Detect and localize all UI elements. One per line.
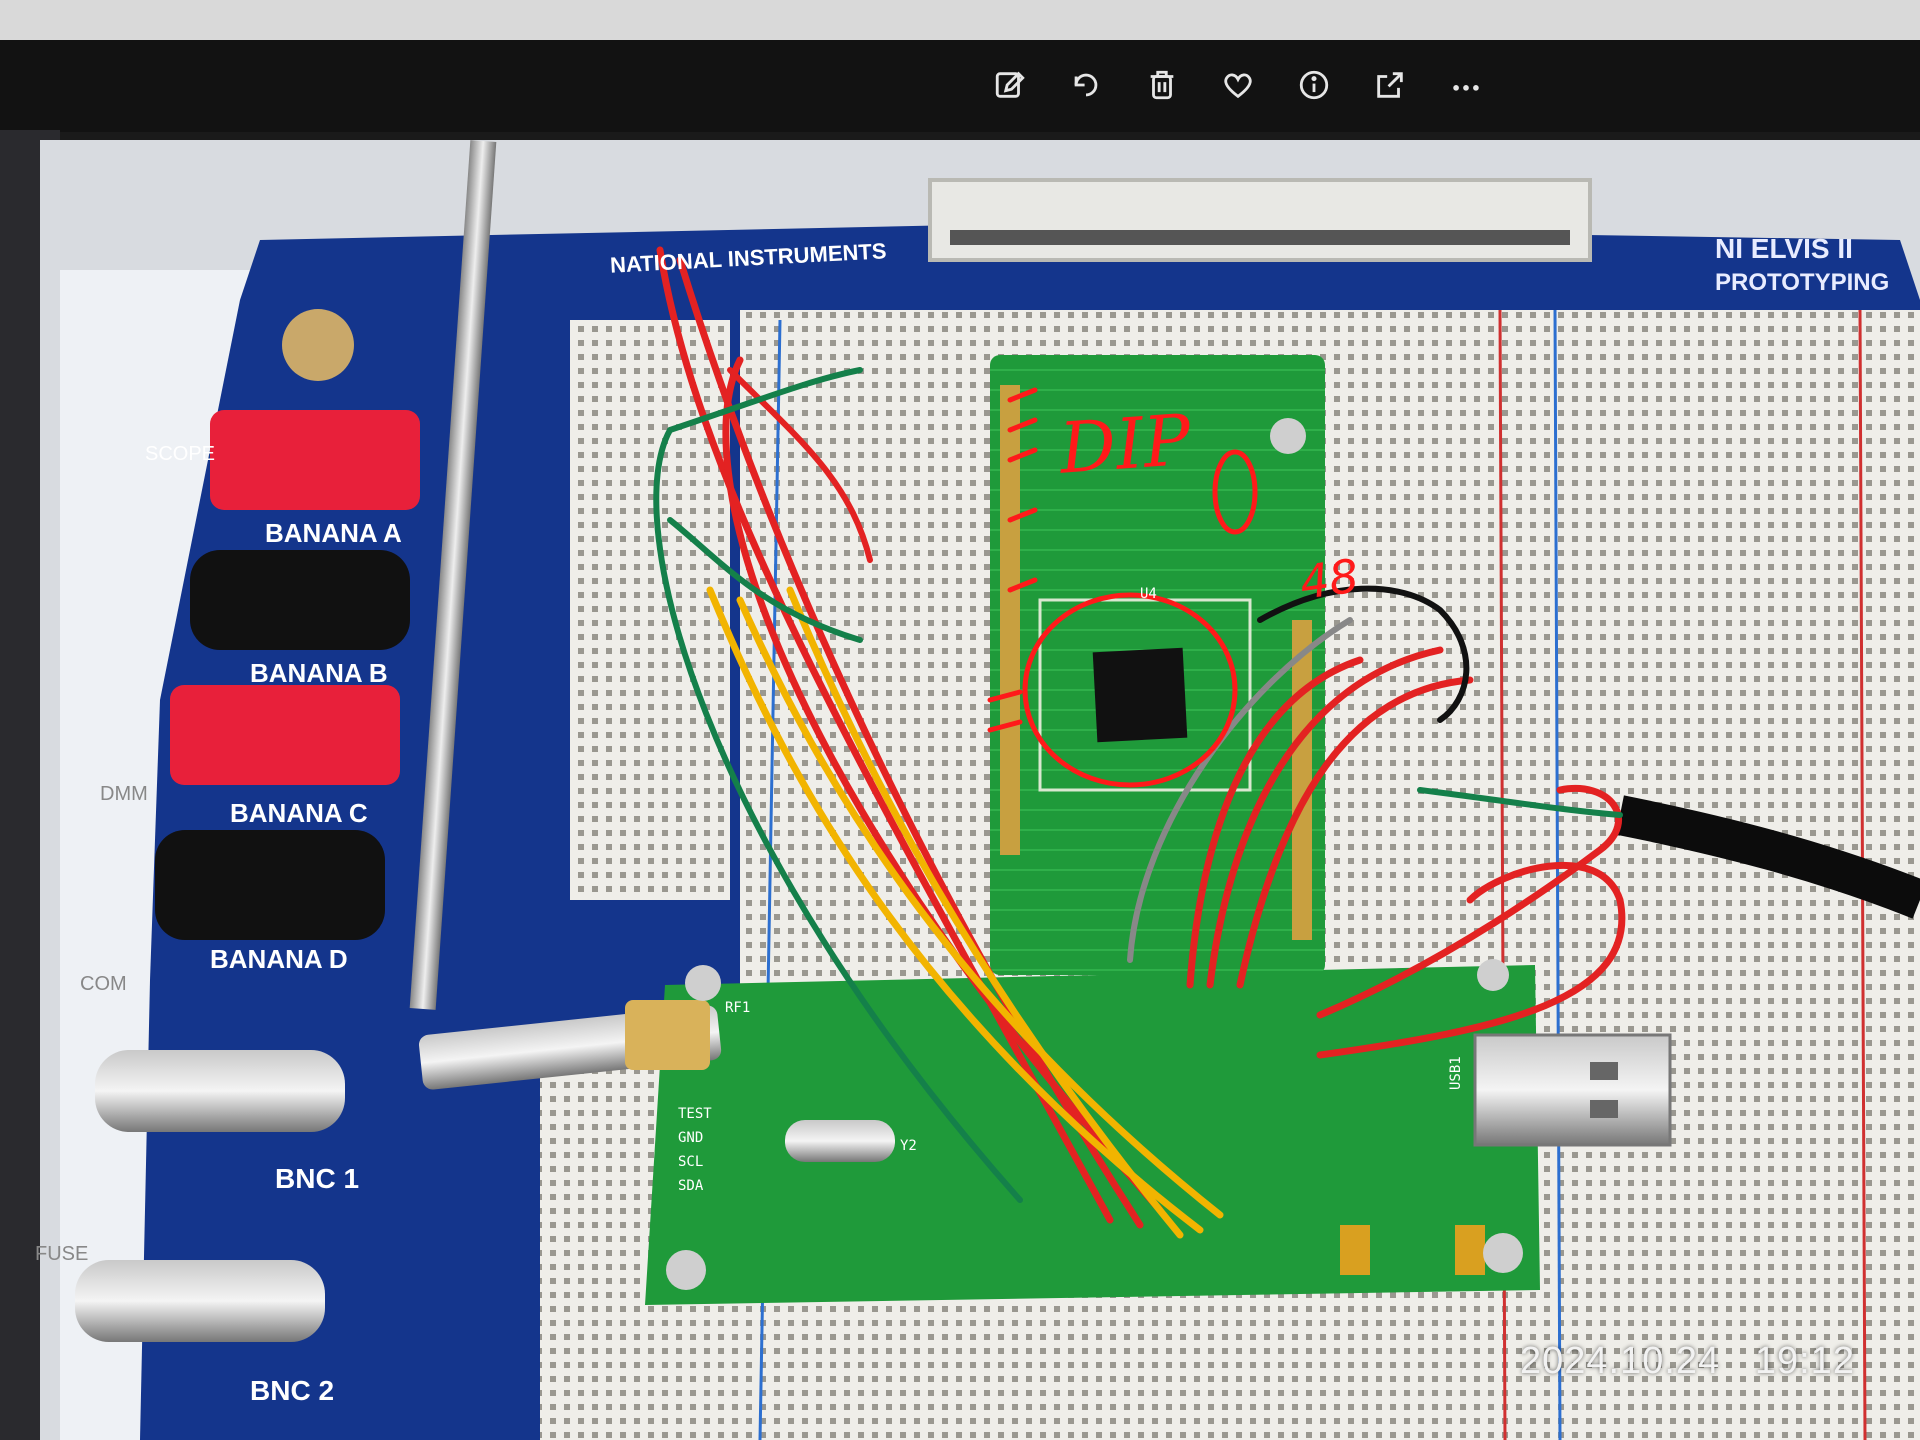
rotate-button[interactable] — [1066, 65, 1106, 105]
more-icon — [1453, 85, 1479, 91]
mounting-screw — [1477, 959, 1509, 991]
mounting-screw — [666, 1250, 706, 1290]
pcb-label-u4: U4 — [1140, 586, 1157, 602]
pin-header-right — [1292, 620, 1312, 940]
monitor-bezel-top — [0, 0, 1920, 45]
pcb-label-sda: SDA — [678, 1178, 704, 1194]
rotate-icon — [1074, 73, 1098, 97]
jumper-wires — [653, 246, 1626, 1239]
heart-icon — [1224, 73, 1252, 99]
edge-connector — [928, 178, 1592, 262]
label-banana-d: BANANA D — [210, 944, 348, 974]
delete-button[interactable] — [1142, 65, 1182, 105]
photo-timestamp: 2024.10.24 19:12 — [1520, 1340, 1855, 1382]
pcb-label-y2: Y2 — [900, 1138, 917, 1154]
annotation-marks — [987, 387, 1038, 733]
pin-header-left — [1000, 385, 1020, 855]
pcb-label-test: TEST — [678, 1106, 712, 1122]
label-banana-b: BANANA B — [250, 658, 388, 688]
mounting-screw — [1483, 1233, 1523, 1273]
board-title: NI ELVIS II — [1715, 233, 1853, 264]
capacitor — [1455, 1225, 1485, 1275]
label-com: COM — [80, 973, 127, 995]
edge-connector-slot — [950, 230, 1570, 245]
copper-pad — [282, 309, 354, 381]
banana-jack-a — [210, 410, 420, 510]
antenna-rod — [409, 140, 497, 1010]
usb-plug-slot — [1590, 1100, 1618, 1118]
info-button[interactable] — [1294, 65, 1334, 105]
edit-button[interactable] — [990, 65, 1030, 105]
share-icon — [1377, 72, 1403, 98]
label-fuse: FUSE — [35, 1243, 88, 1265]
photo-viewer-toolbar — [0, 40, 1920, 130]
bnc-connector-1 — [95, 1050, 345, 1132]
sma-body — [625, 1000, 710, 1070]
breadboard-left — [570, 320, 730, 900]
rail-line — [1553, 309, 1562, 1440]
mounting-screw — [1270, 418, 1306, 454]
handwriting-48: 48 — [1296, 548, 1361, 610]
usb-plug — [1473, 1033, 1672, 1147]
pcb-label-usb: USB1 — [1448, 1056, 1464, 1090]
more-button[interactable] — [1446, 65, 1486, 105]
label-dmm: DMM — [100, 783, 148, 805]
pcb-label-gnd: GND — [678, 1130, 703, 1146]
edit-image-icon — [995, 71, 1025, 98]
annotation-zero — [1212, 449, 1258, 535]
board-subtitle: PROTOTYPING — [1715, 269, 1889, 296]
chip-socket — [1038, 598, 1252, 792]
red-annotations — [987, 387, 1258, 788]
monitor-bezel — [0, 40, 1920, 132]
usb-plug-slot — [1590, 1062, 1618, 1080]
handwriting-dip: DIP — [1055, 399, 1195, 490]
label-bnc-1: BNC 1 — [275, 1163, 359, 1194]
pcb-label-rf1: RF1 — [725, 1000, 750, 1016]
capacitor — [1340, 1225, 1370, 1275]
banana-jack-b — [190, 550, 410, 650]
mounting-screw — [685, 965, 721, 1001]
banana-jack-d — [155, 830, 385, 940]
info-icon — [1299, 70, 1329, 100]
trash-icon — [1150, 70, 1174, 100]
banana-jack-c — [170, 685, 400, 785]
annotation-circle-chip — [1022, 592, 1238, 788]
share-button[interactable] — [1370, 65, 1410, 105]
microcontroller-chip — [1092, 647, 1188, 743]
label-scope: SCOPE — [145, 443, 215, 465]
toolbar-actions — [990, 40, 1486, 130]
label-banana-a: BANANA A — [265, 518, 402, 548]
favorite-button[interactable] — [1218, 65, 1258, 105]
label-banana-c: BANANA C — [230, 798, 368, 828]
crystal-y2 — [785, 1120, 895, 1162]
pcb-label-scl: SCL — [678, 1154, 703, 1170]
bnc-connector-2 — [75, 1260, 325, 1342]
usb-cable — [1616, 795, 1920, 919]
label-bnc-2: BNC 2 — [250, 1375, 334, 1406]
